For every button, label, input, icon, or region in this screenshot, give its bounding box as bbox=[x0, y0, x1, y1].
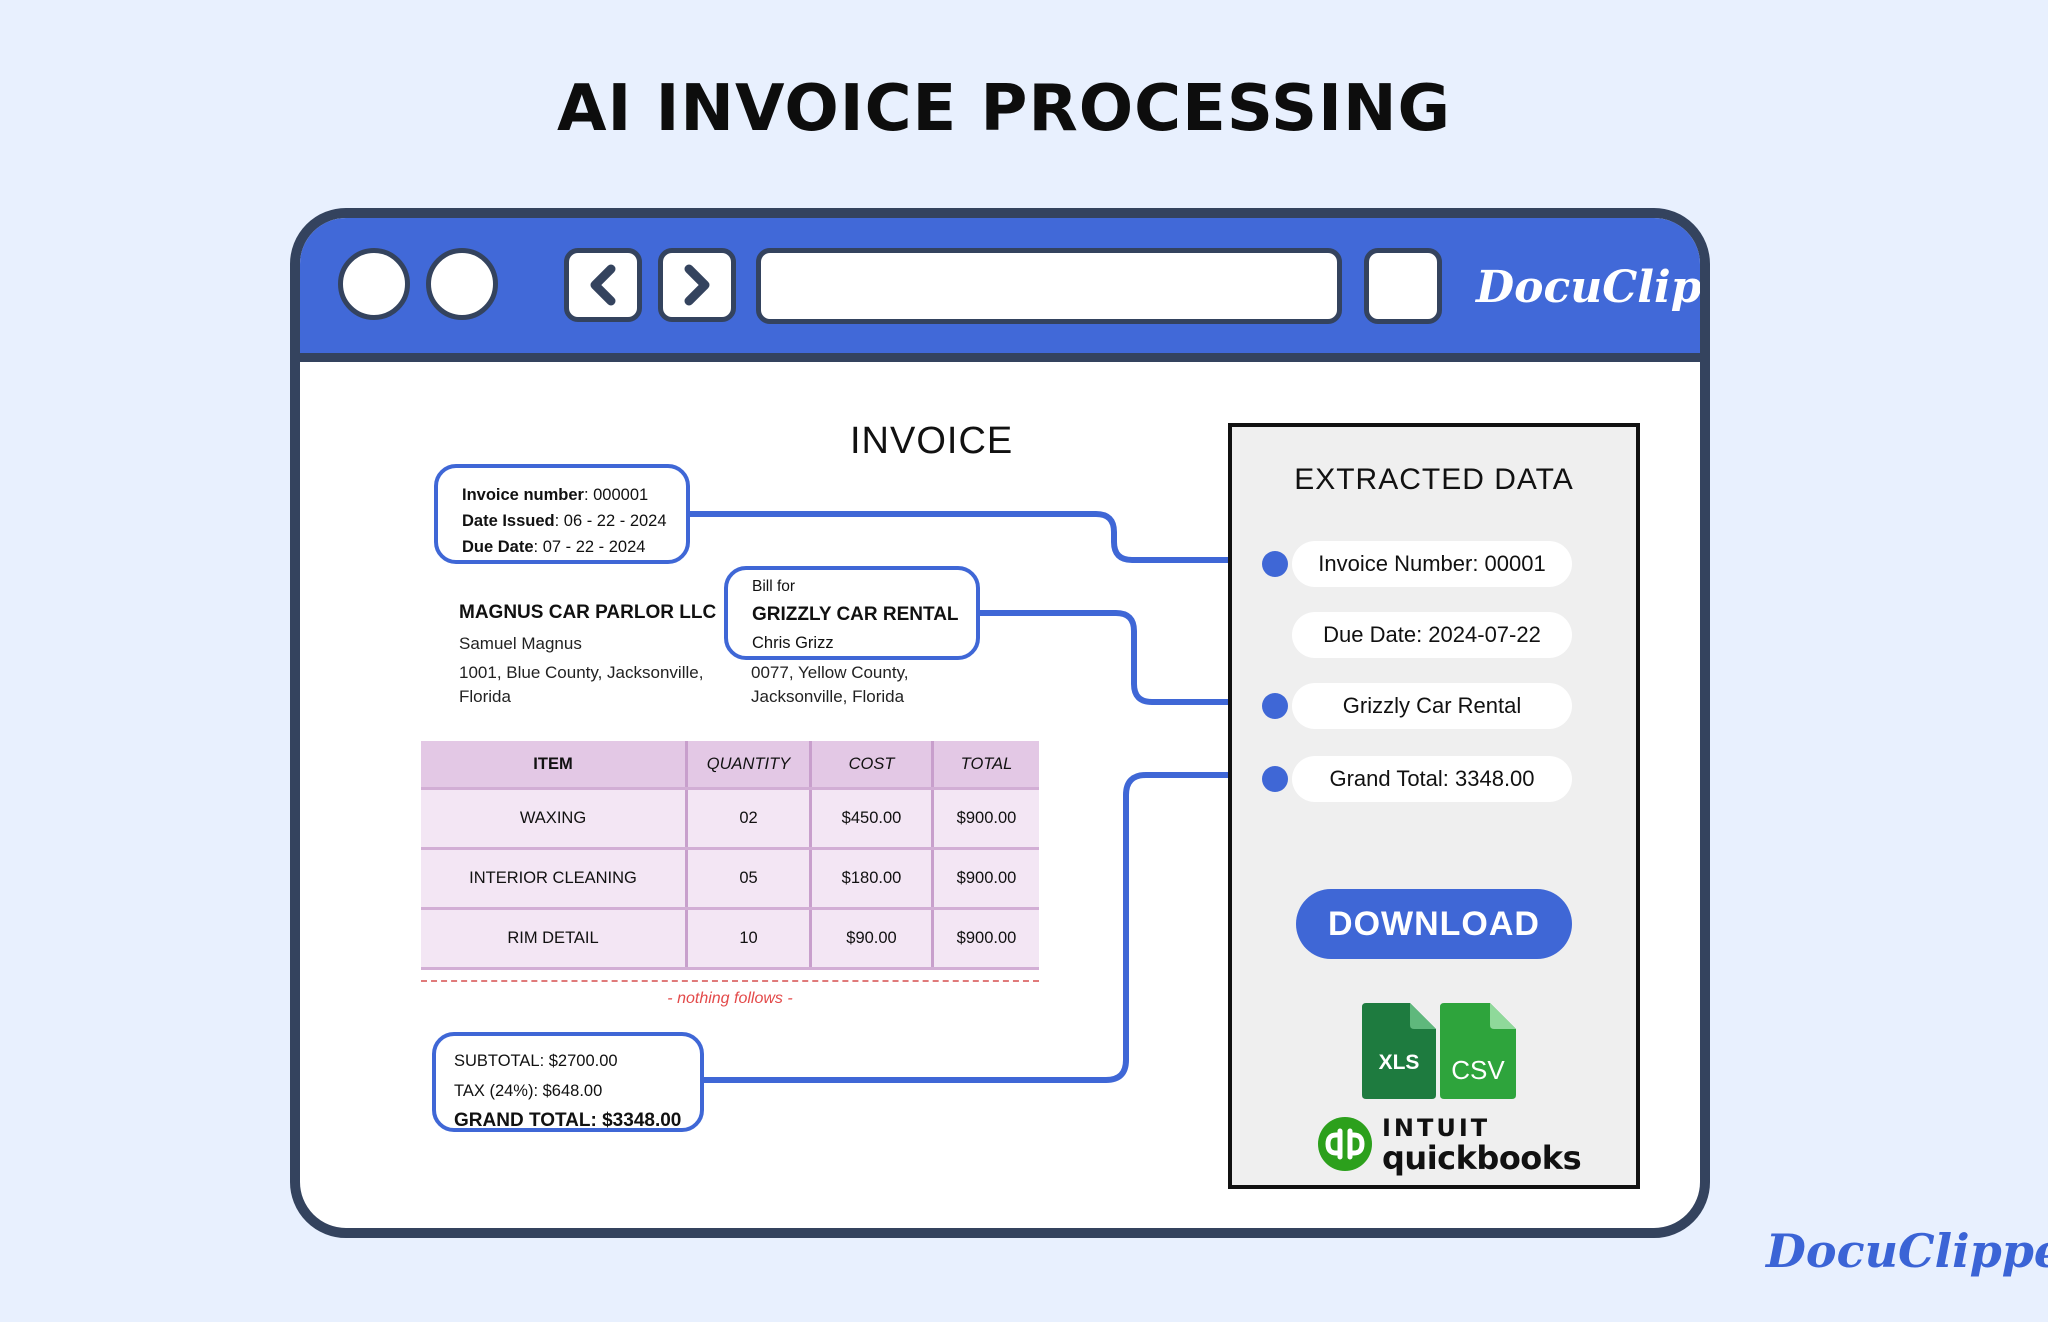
extracted-field-customer: Grizzly Car Rental bbox=[1292, 683, 1572, 729]
extracted-field-grand-total: Grand Total: 3348.00 bbox=[1292, 756, 1572, 802]
download-button[interactable]: DOWNLOAD bbox=[1296, 889, 1572, 959]
cell-item: INTERIOR CLEANING bbox=[421, 848, 688, 910]
table-row: INTERIOR CLEANING 05 $180.00 $900.00 bbox=[421, 848, 1039, 910]
seller-address-line2: Florida bbox=[459, 687, 511, 706]
extracted-field-due-date: Due Date: 2024-07-22 bbox=[1292, 612, 1572, 658]
bill-for-name: GRIZZLY CAR RENTAL bbox=[752, 604, 959, 625]
csv-label: CSV bbox=[1451, 1055, 1505, 1085]
subtotal-line: SUBTOTAL: $2700.00 bbox=[454, 1052, 618, 1070]
extracted-data-title: EXTRACTED DATA bbox=[1294, 463, 1574, 496]
intuit-label: INTUIT bbox=[1382, 1114, 1491, 1142]
connector-dot-customer bbox=[1262, 693, 1288, 719]
connector-bill-for bbox=[980, 610, 1272, 705]
cell-total: $900.00 bbox=[932, 908, 1039, 970]
connector-grand-total bbox=[704, 772, 1272, 1083]
due-date-label: Due Date bbox=[462, 538, 534, 556]
extracted-field-invoice-number: Invoice Number: 00001 bbox=[1292, 541, 1572, 587]
table-end-divider bbox=[421, 980, 1039, 982]
table-row: WAXING 02 $450.00 $900.00 bbox=[421, 788, 1039, 850]
seller-contact: Samuel Magnus bbox=[459, 634, 582, 653]
cell-cost: $90.00 bbox=[810, 908, 934, 970]
date-issued-value: : 06 - 22 - 2024 bbox=[554, 512, 667, 530]
connector-invoice-number bbox=[690, 511, 1272, 563]
nothing-follows-note: - nothing follows - bbox=[667, 990, 793, 1007]
chevron-left-icon bbox=[590, 264, 616, 306]
due-date-value: : 07 - 22 - 2024 bbox=[533, 538, 646, 556]
bill-for-address-line1: 0077, Yellow County, bbox=[751, 663, 909, 682]
chevron-right-icon bbox=[684, 264, 710, 306]
address-bar[interactable] bbox=[756, 248, 1342, 324]
column-header-item: ITEM bbox=[421, 741, 688, 790]
invoice-items-table: ITEM QUANTITY COST TOTAL WAXING 02 $450.… bbox=[421, 741, 1039, 970]
cell-item: WAXING bbox=[421, 788, 688, 850]
xls-file-icon[interactable]: XLS bbox=[1362, 1003, 1436, 1099]
cell-quantity: 05 bbox=[686, 848, 812, 910]
cell-total: $900.00 bbox=[932, 788, 1039, 850]
invoice-number-line: Invoice number: 000001 bbox=[462, 482, 686, 508]
extracted-data-panel: EXTRACTED DATA Invoice Number: 00001 Due… bbox=[1228, 423, 1640, 1189]
browser-toolbar: DocuClipper bbox=[300, 218, 1700, 362]
cell-cost: $180.00 bbox=[810, 848, 934, 910]
brand-logo-toolbar: DocuClipper bbox=[1476, 262, 1702, 313]
bill-for-label: Bill for bbox=[752, 578, 796, 595]
page-title: AI INVOICE PROCESSING bbox=[556, 72, 1452, 146]
invoice-meta-callout: Invoice number: 000001 Date Issued: 06 -… bbox=[434, 464, 690, 564]
column-header-quantity: QUANTITY bbox=[686, 741, 812, 790]
connector-dot-invoice-number bbox=[1262, 551, 1288, 577]
back-button[interactable] bbox=[564, 248, 642, 322]
brand-logo-footer: DocuClipper bbox=[1766, 1224, 2048, 1278]
quickbooks-label: quickbooks bbox=[1382, 1139, 1582, 1177]
cell-cost: $450.00 bbox=[810, 788, 934, 850]
bill-for-callout: Bill for GRIZZLY CAR RENTAL Chris Grizz bbox=[724, 566, 980, 660]
grand-total-line: GRAND TOTAL: $3348.00 bbox=[454, 1110, 682, 1131]
seller-address-line1: 1001, Blue County, Jacksonville, bbox=[459, 663, 704, 682]
table-row: RIM DETAIL 10 $90.00 $900.00 bbox=[421, 908, 1039, 970]
seller-name: MAGNUS CAR PARLOR LLC bbox=[459, 602, 717, 623]
column-header-cost: COST bbox=[810, 741, 934, 790]
date-issued-line: Date Issued: 06 - 22 - 2024 bbox=[462, 508, 686, 534]
cell-item: RIM DETAIL bbox=[421, 908, 688, 970]
invoice-heading: INVOICE bbox=[850, 420, 1014, 462]
quickbooks-logo-icon[interactable] bbox=[1318, 1117, 1372, 1171]
cell-quantity: 10 bbox=[686, 908, 812, 970]
due-date-line: Due Date: 07 - 22 - 2024 bbox=[462, 534, 686, 560]
invoice-number-label: Invoice number bbox=[462, 486, 584, 504]
window-control-button-1[interactable] bbox=[338, 248, 410, 320]
csv-file-icon[interactable]: CSV bbox=[1440, 1003, 1516, 1099]
cell-quantity: 02 bbox=[686, 788, 812, 850]
bill-for-address-line2: Jacksonville, Florida bbox=[751, 687, 905, 706]
column-header-total: TOTAL bbox=[932, 741, 1039, 790]
connector-dot-grand-total bbox=[1262, 766, 1288, 792]
bill-for-contact: Chris Grizz bbox=[752, 634, 834, 652]
toolbar-square-button[interactable] bbox=[1364, 248, 1442, 324]
quickbooks-wordmark: INTUIT quickbooks bbox=[1382, 1114, 1582, 1177]
totals-callout: SUBTOTAL: $2700.00 TAX (24%): $648.00 GR… bbox=[432, 1032, 704, 1132]
cell-total: $900.00 bbox=[932, 848, 1039, 910]
date-issued-label: Date Issued bbox=[462, 512, 555, 530]
invoice-number-value: : 000001 bbox=[583, 486, 649, 504]
window-control-button-2[interactable] bbox=[426, 248, 498, 320]
tax-line: TAX (24%): $648.00 bbox=[454, 1082, 603, 1100]
table-header-row: ITEM QUANTITY COST TOTAL bbox=[421, 741, 1039, 790]
xls-label: XLS bbox=[1379, 1051, 1420, 1074]
forward-button[interactable] bbox=[658, 248, 736, 322]
